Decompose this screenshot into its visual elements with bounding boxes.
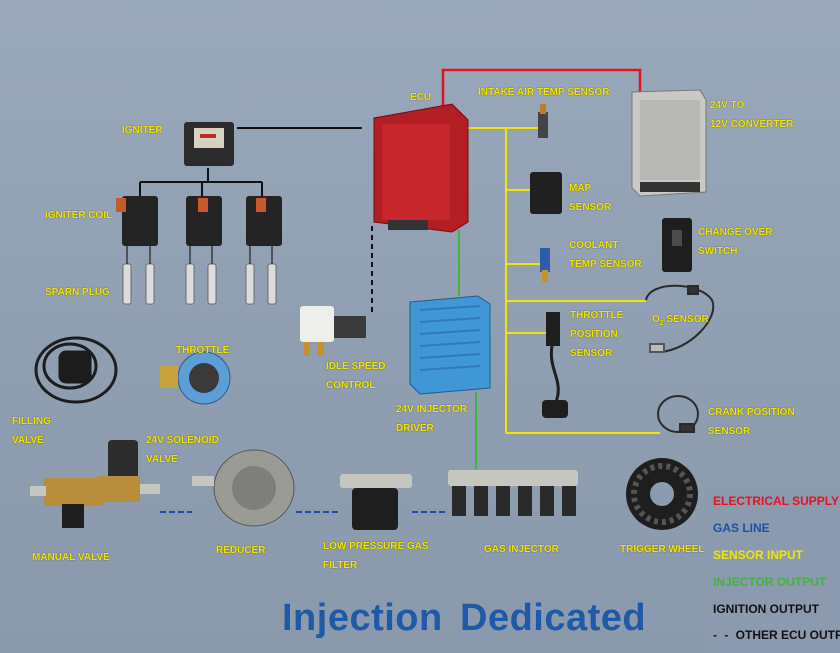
legend-other-ecu-output: - - OTHER ECU OUTPUT [713, 628, 840, 642]
throttle-position-sensor [542, 312, 568, 418]
voltage-converter [631, 89, 707, 197]
label-trigger-wheel: TRIGGER WHEEL [620, 544, 705, 555]
plug-wires [126, 246, 273, 264]
legend-electrical-supply: ELECTRICAL SUPPLY [713, 494, 840, 508]
dashed-line-icon: - - [713, 628, 736, 642]
gas-injector-rail [448, 470, 578, 516]
reducer-unit [192, 449, 295, 527]
label-manual-valve: MANUAL VALVE [32, 552, 110, 563]
igniter-unit [184, 122, 234, 166]
label-intake-air-temp: INTAKE AIR TEMP SENSOR [478, 87, 610, 98]
ignition-coil-3 [246, 196, 282, 246]
label-spark-plug: SPARN PLUG [45, 287, 110, 298]
label-throttle: THROTTLE [176, 345, 230, 356]
manual-valve [30, 478, 160, 528]
legend-ignition-output: IGNITION OUTPUT [713, 602, 819, 616]
legend-gas-line: GAS LINE [713, 521, 770, 535]
coolant-sensor [540, 248, 550, 282]
ignition-coil-2 [186, 196, 222, 246]
o2-sensor [645, 284, 715, 353]
injector-driver-unit [409, 295, 491, 395]
label-reducer: REDUCER [216, 545, 266, 556]
throttle-body [160, 351, 231, 405]
title-word-injection: Injection [282, 597, 443, 639]
ecu-unit [373, 103, 469, 233]
crank-position-sensor [657, 395, 699, 433]
label-gas-injector: GAS INJECTOR [484, 544, 559, 555]
changeover-switch [662, 218, 692, 272]
intake-air-temp-sensor [538, 104, 548, 138]
lp-gas-filter [340, 474, 412, 530]
ignition-coil-1 [116, 196, 158, 246]
title-word-dedicated: Dedicated [460, 597, 647, 639]
label-ecu: ECU [410, 92, 432, 103]
label-igniter: IGNITER [122, 125, 163, 136]
label-o2-sensor: O2 SENSOR [652, 314, 709, 327]
legend-panel [705, 488, 840, 653]
trigger-wheel [626, 458, 698, 530]
solenoid-valve [98, 440, 140, 502]
legend-sensor-input: SENSOR INPUT [713, 548, 804, 562]
map-sensor [530, 172, 562, 214]
label-igniter-coil: IGNITER COIL [45, 210, 113, 221]
filling-valve [34, 336, 118, 404]
idle-speed-control [300, 306, 366, 356]
legend-injector-output: INJECTOR OUTPUT [713, 575, 827, 589]
spark-plugs [122, 263, 277, 305]
electrical-supply-line [441, 68, 642, 118]
